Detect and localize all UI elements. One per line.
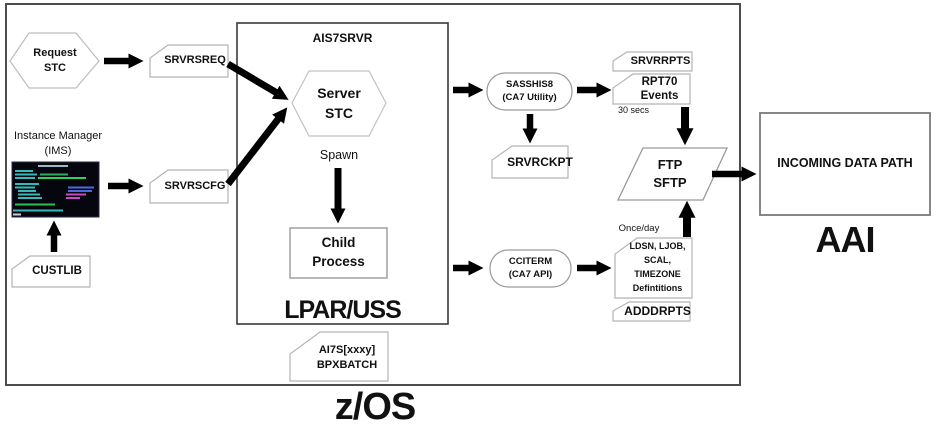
sasshis8-stadium	[486, 72, 573, 111]
bpxbatch-card	[289, 331, 389, 382]
server-stc-hexagon	[291, 70, 387, 137]
srvrscfg-card	[149, 169, 229, 204]
custlib-label: CUSTLIB	[32, 265, 82, 278]
srvrrpts-card	[612, 51, 693, 72]
incoming-data-path-label: INCOMING DATA PATH	[777, 156, 913, 171]
adddrpts-card	[612, 301, 691, 322]
srvrckpt-card	[491, 145, 569, 179]
custlib-card	[11, 255, 91, 288]
incoming-data-path-box	[759, 112, 931, 216]
adddrpts-label: ADDDRPTS	[624, 304, 691, 319]
cciterm-label: CCITERM(CA7 API)	[508, 255, 553, 280]
bpxbatch-label: AI7S[xxxy]BPXBATCH	[316, 343, 378, 371]
interval-30secs-label: 30 secs	[618, 105, 650, 115]
srvrckpt-label: SRVRCKPT	[507, 154, 573, 169]
spawn-label: Spawn	[319, 148, 359, 163]
srvrsreq-card	[149, 44, 229, 78]
aai-label: AAI	[815, 218, 876, 260]
rpt70-events-card	[612, 73, 691, 105]
arrow-srvrsreq-to-server-stc	[226, 60, 289, 100]
ldsn-definitions-card	[614, 237, 693, 299]
instance-manager-label: Instance Manager(IMS)	[13, 130, 103, 157]
arrow-srvrscfg-to-server-stc	[225, 107, 288, 187]
ais7srvr-title: AIS7SRVR	[312, 30, 373, 45]
child-process-box	[289, 227, 388, 279]
ftp-sftp-parallelogram	[616, 147, 729, 201]
zos-label: z/OS	[334, 386, 416, 429]
ims-terminal-screenshot	[11, 161, 100, 218]
request-stc-hexagon	[9, 32, 100, 89]
srvrscfg-label: SRVRSCFG	[164, 179, 226, 192]
cciterm-stadium	[489, 249, 572, 288]
once-day-label: Once/day	[618, 222, 660, 234]
sasshis8-label: SASSHIS8(CA7 Utility)	[502, 78, 557, 103]
lpar-uss-label: LPAR/USS	[284, 295, 402, 324]
srvrrpts-label: SRVRRPTS	[630, 54, 691, 67]
zos-boundary-box	[5, 3, 741, 386]
ais7srvr-box	[236, 22, 449, 325]
srvrsreq-label: SRVRSREQ	[164, 54, 226, 67]
